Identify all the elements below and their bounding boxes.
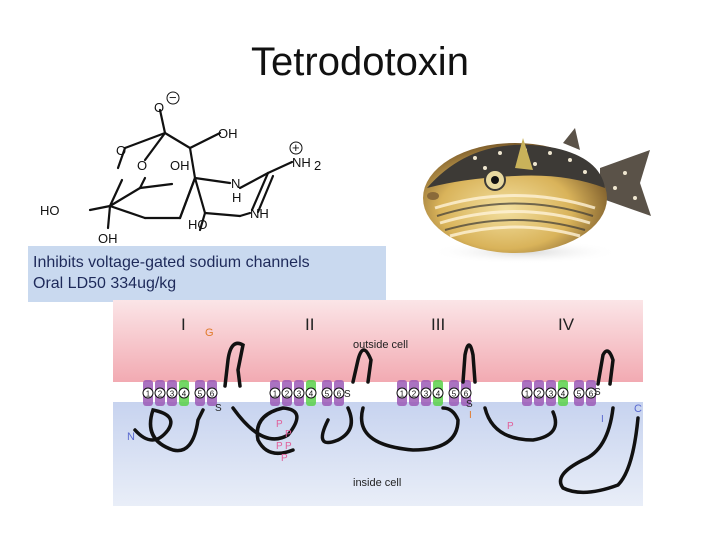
nh2-label: NH (292, 155, 311, 170)
inside-cell-region (113, 402, 643, 506)
segment-number-ring-d2-s5 (321, 387, 333, 399)
segment-number-ring-d2-s1 (269, 387, 281, 399)
segment-number-d2-s2: 2 (285, 390, 290, 399)
segment-number-ring-d3-s3 (420, 387, 432, 399)
phospho-p-2: P (285, 429, 292, 440)
segment-number-d1-s6: 6 (210, 390, 215, 399)
segment-number-ring-d1-s5 (194, 387, 206, 399)
oh-mid-label: OH (170, 158, 190, 173)
segment-number-d3-s4: 4 (436, 390, 441, 399)
segment-number-d3-s3: 3 (424, 390, 429, 399)
segment-number-d3-s2: 2 (412, 390, 417, 399)
outside-cell-label: outside cell (353, 339, 408, 351)
segment-number-d4-s5: 5 (577, 390, 582, 399)
phospho-p-3: P (276, 441, 283, 452)
segment-number-d2-s6: 6 (337, 390, 342, 399)
s-marker-2: S (344, 389, 351, 400)
segment-number-d2-s1: 1 (273, 390, 278, 399)
caption-box: Inhibits voltage-gated sodium channels O… (28, 246, 386, 302)
segment-number-d1-s2: 2 (158, 390, 163, 399)
membrane-region (113, 382, 643, 402)
segment-number-ring-d2-s6 (333, 387, 345, 399)
nh-h-label: H (232, 190, 241, 205)
domain-label-1: I (181, 315, 186, 334)
segment-number-d2-s4: 4 (309, 390, 314, 399)
oh-bottom-label: OH (98, 231, 118, 246)
inside-cell-label: inside cell (353, 477, 401, 489)
s-marker-1: S (215, 403, 222, 414)
segment-number-ring-d4-s3 (545, 387, 557, 399)
ho-bottom-label: HO (188, 217, 208, 232)
segment-number-d1-s4: 4 (182, 390, 187, 399)
sodium-channel-diagram: I II III IV outside cell inside cell G N… (113, 300, 643, 506)
domain-label-4: IV (558, 315, 575, 334)
segment-number-d4-s3: 3 (549, 390, 554, 399)
domain-label-3: III (431, 315, 445, 334)
segment-number-d4-s1: 1 (525, 390, 530, 399)
plus-charge: + (292, 140, 300, 155)
minus-charge: − (169, 90, 177, 105)
s-marker-4: S (594, 387, 601, 398)
glycosylation-marker: G (205, 327, 214, 339)
segment-number-ring-d1-s1 (142, 387, 154, 399)
segment-number-d1-s3: 3 (170, 390, 175, 399)
segment-number-d2-s5: 5 (325, 390, 330, 399)
o-ring-mid-label: O (137, 158, 147, 173)
caption-line-2: Oral LD50 334ug/kg (33, 275, 177, 292)
segment-number-d3-s6: 6 (464, 390, 469, 399)
segment-number-ring-d4-s2 (533, 387, 545, 399)
segment-number-ring-d1-s6 (206, 387, 218, 399)
segment-number-ring-d4-s1 (521, 387, 533, 399)
caption-line-1: Inhibits voltage-gated sodium channels (33, 254, 310, 271)
domain-label-2: II (305, 315, 314, 334)
phospho-p-5: P (281, 453, 288, 464)
segment-number-ring-d4-s4 (557, 387, 569, 399)
segment-number-d2-s3: 3 (297, 390, 302, 399)
segment-number-d3-s5: 5 (452, 390, 457, 399)
phospho-p-4: P (285, 441, 292, 452)
segment-number-ring-d4-s6 (585, 387, 597, 399)
segment-number-d4-s2: 2 (537, 390, 542, 399)
nh-bottom-label: NH (250, 206, 269, 221)
phospho-p-1: P (276, 419, 283, 430)
segment-number-d3-s1: 1 (400, 390, 405, 399)
outside-cell-region (113, 300, 643, 382)
tetrodotoxin-structure: O − OH O O OH N H + NH 2 HO HO NH OH (40, 90, 321, 246)
pufferfish-illustration (423, 128, 651, 264)
segment-number-d4-s6: 6 (589, 390, 594, 399)
i-marker-1: I (469, 410, 472, 421)
slide-title: Tetrodotoxin (251, 40, 469, 84)
segment-number-d4-s4: 4 (561, 390, 566, 399)
phospho-p-6: P (507, 421, 514, 432)
n-terminus-label: N (127, 431, 135, 443)
segment-number-d1-s1: 1 (146, 390, 151, 399)
segment-number-ring-d3-s4 (432, 387, 444, 399)
s-marker-3: S (466, 399, 473, 410)
c-terminus-label: C (634, 403, 642, 415)
segment-number-ring-d3-s1 (396, 387, 408, 399)
segment-number-ring-d2-s3 (293, 387, 305, 399)
i-marker-2: I (601, 414, 604, 425)
nh-n-label: N (231, 176, 240, 191)
segment-number-ring-d3-s5 (448, 387, 460, 399)
oh-top-label: OH (218, 126, 238, 141)
segment-number-ring-d3-s6 (460, 387, 472, 399)
segment-number-ring-d3-s2 (408, 387, 420, 399)
phosphorylation-markers: P P P P P P (276, 419, 514, 464)
channel-small-markers: S S S S I I (215, 387, 604, 425)
segment-number-ring-d4-s5 (573, 387, 585, 399)
nh2-subscript: 2 (314, 158, 321, 173)
segment-number-ring-d2-s2 (281, 387, 293, 399)
polypeptide-chain (133, 341, 640, 495)
o-minus-label: O (154, 100, 164, 115)
segment-number-d1-s5: 5 (198, 390, 203, 399)
ho-left-label: HO (40, 203, 60, 218)
segment-number-ring-d1-s2 (154, 387, 166, 399)
o-ring-left-label: O (116, 143, 126, 158)
segment-number-ring-d1-s3 (166, 387, 178, 399)
segment-number-ring-d1-s4 (178, 387, 190, 399)
segment-number-ring-d2-s4 (305, 387, 317, 399)
